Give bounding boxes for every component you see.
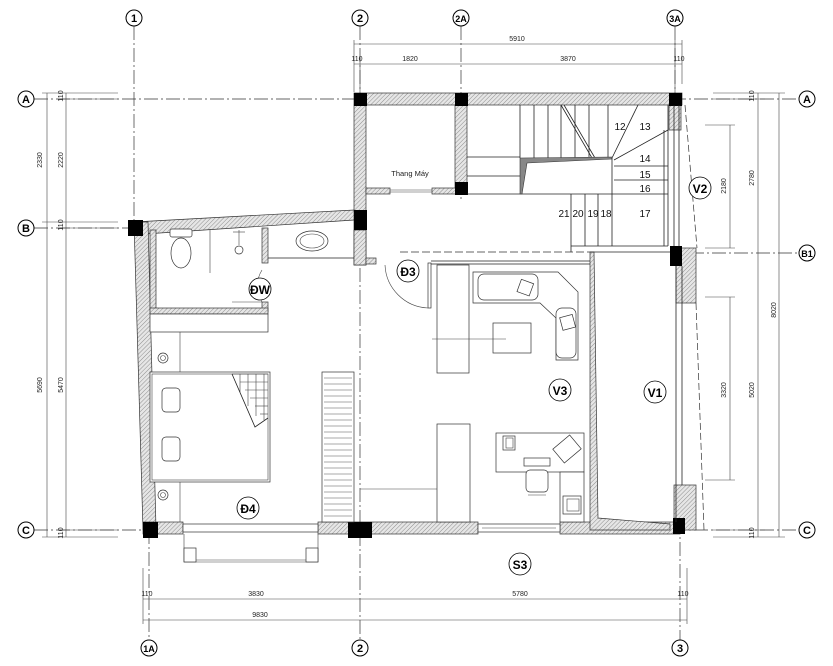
- svg-text:V3: V3: [553, 384, 568, 398]
- svg-text:2: 2: [357, 643, 363, 655]
- grid-bubble-a-right: A: [798, 90, 816, 108]
- svg-text:S3: S3: [513, 558, 528, 572]
- room-tag-v3: V3: [548, 378, 572, 402]
- svg-text:16: 16: [639, 184, 651, 195]
- document: [552, 434, 582, 464]
- living-office: [360, 260, 590, 533]
- elevator-label: Thang Máy: [391, 169, 429, 178]
- pillow: [161, 387, 181, 413]
- svg-text:110: 110: [141, 591, 152, 598]
- svg-text:Đ4: Đ4: [240, 502, 256, 516]
- svg-text:V1: V1: [648, 386, 663, 400]
- svg-text:18: 18: [600, 209, 612, 220]
- wardrobe: [321, 371, 355, 523]
- svg-text:21: 21: [558, 209, 570, 220]
- toilet-bowl: [170, 237, 192, 269]
- svg-text:2780: 2780: [749, 170, 756, 186]
- svg-text:3830: 3830: [248, 591, 264, 598]
- elevator-shaft: Thang Máy: [390, 169, 432, 193]
- grid-bubble-a-left: A: [17, 90, 35, 108]
- svg-text:2330: 2330: [37, 152, 44, 168]
- dimension-left: 2330 5690 110 2220 110 5470 110: [37, 90, 118, 539]
- svg-text:5470: 5470: [58, 377, 65, 393]
- svg-text:B: B: [22, 223, 30, 235]
- svg-text:12: 12: [614, 122, 626, 133]
- keyboard: [523, 457, 551, 467]
- svg-text:3A: 3A: [669, 14, 681, 24]
- svg-text:15: 15: [639, 170, 651, 181]
- grid-bubble-2-top: 2: [351, 9, 369, 27]
- svg-text:110: 110: [58, 219, 65, 230]
- svg-text:3: 3: [677, 643, 683, 655]
- svg-text:8020: 8020: [771, 302, 778, 318]
- grid-bubble-3-bottom: 3: [671, 639, 689, 657]
- grid-bubble-2a-top: 2A: [452, 9, 470, 27]
- svg-text:19: 19: [587, 209, 599, 220]
- svg-text:5020: 5020: [749, 382, 756, 398]
- room-tag-d4: Đ4: [236, 496, 260, 520]
- svg-text:5780: 5780: [512, 591, 528, 598]
- room-tag-dw: ĐW: [248, 277, 272, 301]
- svg-text:V2: V2: [693, 182, 708, 196]
- svg-text:110: 110: [749, 90, 756, 101]
- coffee-table: [492, 322, 532, 354]
- svg-text:17: 17: [639, 209, 651, 220]
- grid-bubble-1-top: 1: [125, 9, 143, 27]
- svg-text:20: 20: [572, 209, 584, 220]
- grid-bubble-c-left: C: [17, 521, 35, 539]
- svg-text:2A: 2A: [455, 14, 467, 24]
- grid-bubble-2-bottom: 2: [351, 639, 369, 657]
- grid-bubble-c-right: C: [798, 521, 816, 539]
- svg-text:110: 110: [677, 591, 688, 598]
- svg-text:Đ3: Đ3: [400, 265, 416, 279]
- room-tag-s3: S3: [508, 552, 532, 576]
- svg-text:14: 14: [639, 154, 651, 165]
- grid-bubble-b-left: B: [17, 219, 35, 237]
- svg-text:110: 110: [749, 527, 756, 538]
- svg-text:110: 110: [58, 90, 65, 101]
- columns: [128, 93, 685, 538]
- svg-text:2220: 2220: [58, 152, 65, 168]
- svg-text:C: C: [22, 525, 30, 537]
- dimension-right: 8020 110 2780 5020 110 2180 3320: [705, 90, 785, 539]
- shower-drain: [234, 245, 244, 255]
- dimension-top: 5910 110 1820 3870 110: [351, 36, 685, 92]
- bedroom: [149, 332, 355, 563]
- svg-text:3870: 3870: [560, 56, 576, 63]
- svg-text:A: A: [22, 94, 30, 106]
- printer: [562, 495, 582, 515]
- svg-text:5690: 5690: [37, 377, 44, 393]
- bedspread-fold: [231, 373, 269, 428]
- grid-bubble-b1-right: B1: [798, 244, 816, 262]
- dimension-bottom: 110 3830 5780 110 9830: [141, 568, 689, 624]
- room-tag-v2: V2: [688, 176, 712, 200]
- office-chair: [525, 469, 549, 493]
- balcony-v1: [673, 104, 705, 531]
- svg-text:B1: B1: [801, 249, 813, 259]
- svg-text:1A: 1A: [143, 644, 155, 654]
- svg-text:A: A: [803, 94, 811, 106]
- svg-text:110: 110: [673, 56, 684, 63]
- svg-text:2180: 2180: [721, 178, 728, 194]
- svg-text:2: 2: [357, 13, 363, 25]
- svg-text:9830: 9830: [252, 612, 268, 619]
- svg-text:110: 110: [58, 527, 65, 538]
- svg-text:C: C: [803, 525, 811, 537]
- bathroom: [149, 228, 354, 333]
- svg-text:110: 110: [351, 56, 362, 63]
- svg-text:13: 13: [639, 122, 651, 133]
- room-tag-d3: Đ3: [396, 259, 420, 283]
- svg-text:3320: 3320: [721, 382, 728, 398]
- svg-text:1: 1: [131, 13, 137, 25]
- svg-text:1820: 1820: [402, 56, 418, 63]
- svg-text:5910: 5910: [509, 36, 525, 43]
- pillow: [161, 436, 181, 462]
- grid-bubble-3a-top: 3A: [666, 9, 684, 27]
- svg-text:ĐW: ĐW: [250, 283, 271, 297]
- toilet-tank: [169, 228, 193, 238]
- staircase: 12 13 14 15 16 17 18 19 20 21: [467, 104, 669, 252]
- room-tag-v1: V1: [643, 380, 667, 404]
- grid-bubble-1a-bottom: 1A: [140, 639, 158, 657]
